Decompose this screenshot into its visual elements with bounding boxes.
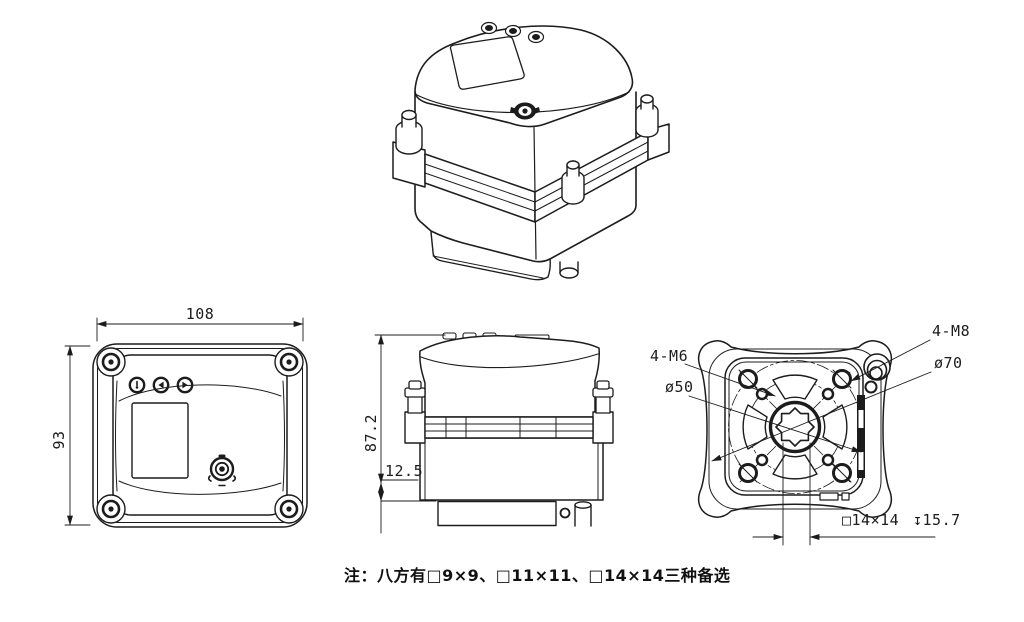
drawing-note: 注：八方有□9×9、□11×11、□14×14三种备选: [344, 566, 731, 585]
corner-bolt: [274, 347, 304, 377]
side-mounting-bracket: [404, 411, 614, 444]
side-body: [419, 332, 604, 501]
bottom-socket-dimension: □14×14 ↧15.7: [752, 442, 961, 546]
dim-body-height-label: 87.2: [362, 414, 380, 452]
set-button-icon: [128, 376, 146, 394]
front-dimensions: 108 93: [50, 305, 304, 526]
iso-display-window: [449, 36, 525, 90]
iso-brand-logo: [510, 102, 540, 120]
iso-bolt-front: [561, 160, 585, 205]
side-bolts: [404, 380, 614, 414]
iso-bolt-right: [635, 94, 659, 138]
side-base: [437, 500, 592, 527]
left-arrow-button-icon: [152, 376, 170, 394]
corner-bolt: [96, 347, 126, 377]
iso-bolt-left: [395, 109, 423, 155]
front-display-window: [131, 402, 189, 479]
front-view: 108 93: [50, 305, 308, 528]
iso-base: [430, 231, 579, 281]
dim-height-label: 93: [50, 430, 68, 449]
bottom-hinge-strip: [819, 395, 865, 501]
bottom-m8-holes: [738, 369, 852, 483]
thread-small-label: 4-M6: [650, 347, 688, 365]
bottom-leaders: 4-M6 ø50 4-M8 ø70: [650, 322, 970, 462]
bolt-circle-small-label: ø50: [665, 378, 694, 396]
iso-body: [414, 25, 637, 263]
dim-base-height-label: 12.5: [385, 462, 423, 480]
bolt-circle-large-label: ø70: [934, 354, 963, 372]
iso-top-buttons: [480, 21, 545, 44]
thread-large-label: 4-M8: [932, 322, 970, 340]
isometric-view: [392, 21, 670, 281]
side-dimensions: 87.2 12.5: [362, 334, 446, 534]
square-socket-label: □14×14: [842, 511, 899, 529]
corner-bolt: [96, 494, 126, 524]
iso-mounting-bracket: [392, 123, 670, 223]
bottom-conduit-entry: [863, 353, 891, 394]
front-panel-buttons: [128, 376, 194, 394]
front-corner-bolts: [96, 347, 304, 524]
corner-bolt: [274, 494, 304, 524]
front-brand-logo: [207, 454, 237, 487]
bottom-slots: [742, 374, 848, 480]
bottom-m6-holes: [755, 387, 835, 467]
bottom-view: 4-M6 ø50 4-M8 ø70 □14×14 ↧15.7: [650, 322, 970, 546]
front-housing: [92, 343, 308, 528]
dim-width-label: 108: [186, 305, 215, 323]
socket-depth-label: ↧15.7: [913, 511, 961, 529]
right-arrow-button-icon: [176, 376, 194, 394]
side-view: 87.2 12.5: [362, 332, 614, 534]
